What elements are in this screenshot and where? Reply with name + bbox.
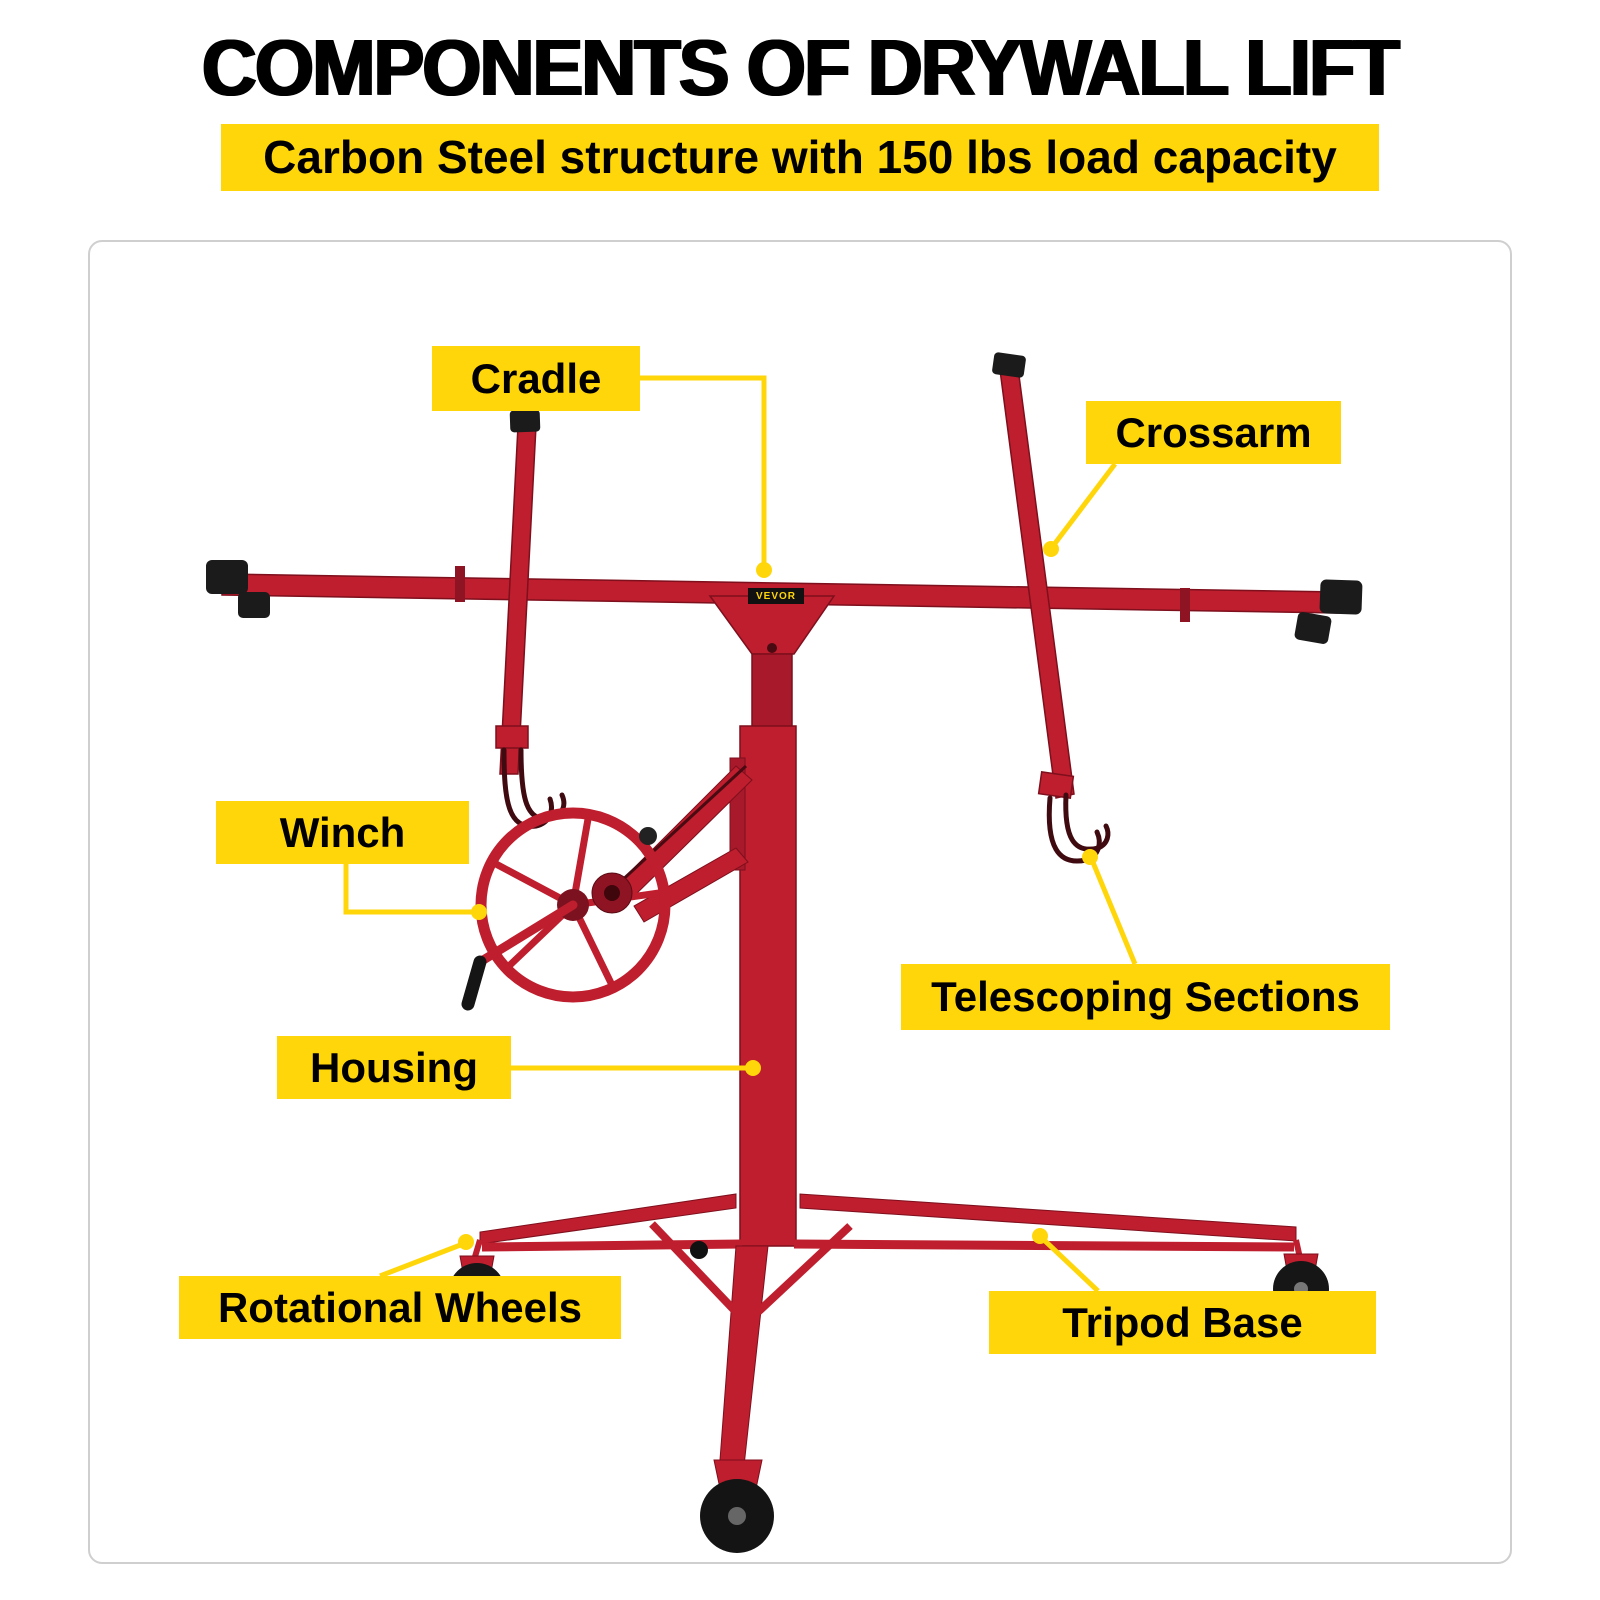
- label-rotational-wheels: Rotational Wheels: [179, 1276, 621, 1339]
- telescoping-mast: [739, 725, 797, 1247]
- cradle-end-caps: [509, 352, 1026, 433]
- winch-assembly: [461, 757, 753, 1011]
- brand-logo: VEVOR: [748, 588, 804, 604]
- cradle-hooks: [501, 747, 1111, 864]
- crank-arm: [475, 900, 578, 967]
- crossarm-end-caps: [206, 560, 1363, 644]
- mast: [708, 595, 836, 1247]
- label-housing: Housing: [277, 1036, 511, 1099]
- connector-lines: [343, 375, 1138, 1293]
- lock-knob: [690, 1241, 708, 1259]
- label-telescoping-sections: Telescoping Sections: [901, 964, 1390, 1030]
- label-cradle: Cradle: [432, 346, 640, 411]
- front-leg: [719, 1245, 769, 1467]
- subtitle-banner: Carbon Steel structure with 150 lbs load…: [0, 124, 1600, 191]
- subtitle-text: Carbon Steel structure with 150 lbs load…: [221, 124, 1379, 191]
- tripod-base: [479, 1193, 1297, 1467]
- label-winch: Winch: [216, 801, 469, 864]
- label-crossarm: Crossarm: [1086, 401, 1341, 464]
- wheel-grip: [639, 827, 657, 845]
- label-tripod-base: Tripod Base: [989, 1291, 1376, 1354]
- page-title: COMPONENTS OF DRYWALL LIFT: [201, 23, 1400, 112]
- crank-handle: [461, 955, 487, 1011]
